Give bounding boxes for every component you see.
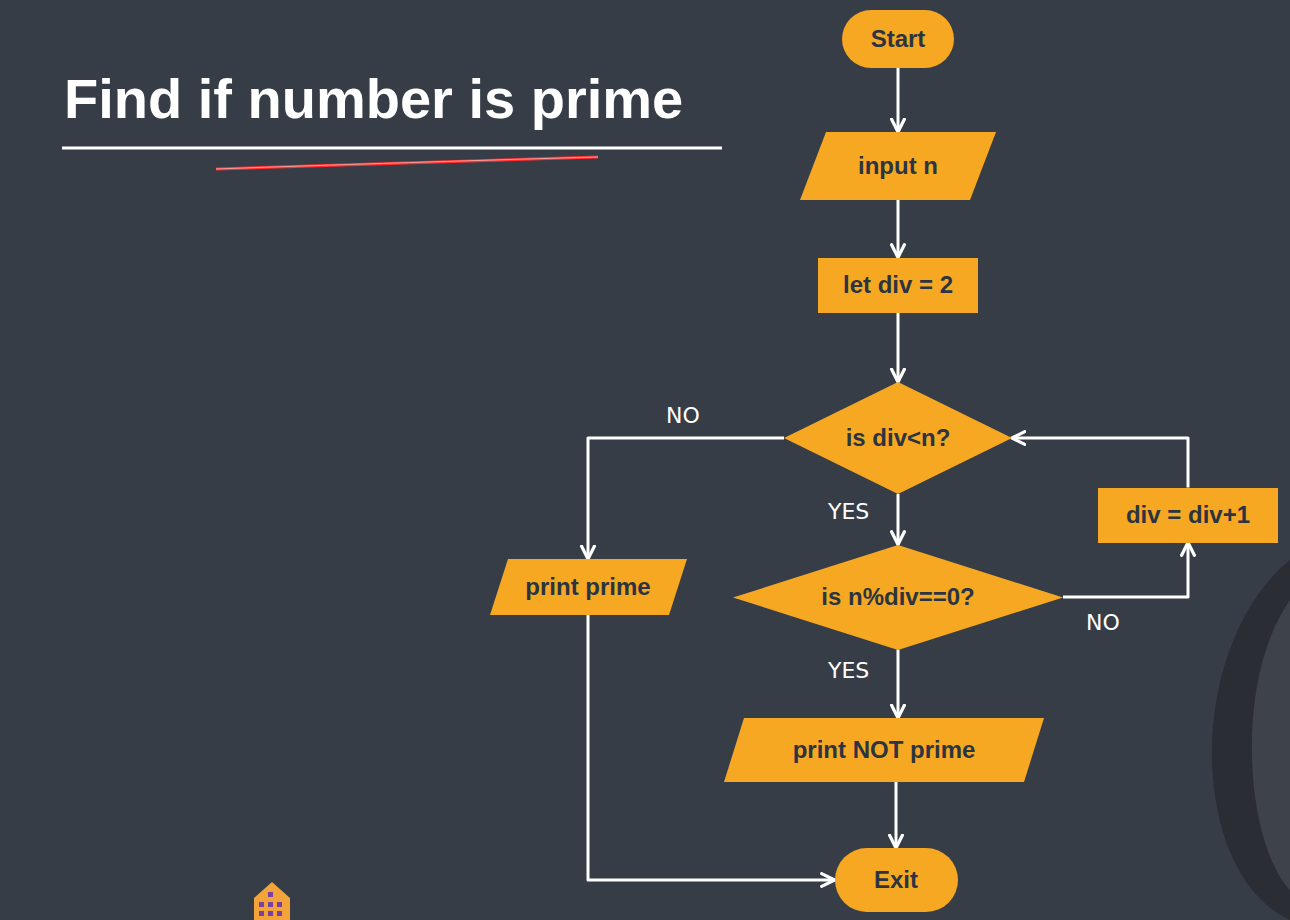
node-label: div = div+1 xyxy=(1126,502,1250,528)
flow-arrow xyxy=(1012,438,1188,488)
building-icon xyxy=(254,882,290,920)
decision-diamond: is div<n? xyxy=(784,382,1012,494)
process-box: div = div+1 xyxy=(1098,488,1278,543)
output-parallelogram: print prime xyxy=(490,559,687,615)
node-fill xyxy=(835,848,958,912)
node-fill xyxy=(800,132,996,200)
webcam-overlay xyxy=(1212,560,1290,920)
highlight-scribble xyxy=(216,157,598,169)
node-fill xyxy=(784,382,1012,494)
node-fill xyxy=(818,258,978,313)
decision-diamond: is n%div==0? xyxy=(733,545,1063,650)
page-title: Find if number is prime xyxy=(64,68,683,130)
branch-label: NO xyxy=(1086,611,1120,635)
node-fill xyxy=(1098,488,1278,543)
node-label: print NOT prime xyxy=(793,737,976,763)
node-label: is n%div==0? xyxy=(821,584,974,610)
node-label: is div<n? xyxy=(846,425,951,451)
branch-label: NO xyxy=(666,404,700,428)
highlight-glow xyxy=(216,157,598,169)
node-fill xyxy=(490,559,687,615)
node-fill xyxy=(842,10,954,68)
terminal-oval: Exit xyxy=(835,848,958,912)
node-label: Exit xyxy=(874,867,918,893)
node-label: print prime xyxy=(525,574,650,600)
input-parallelogram: input n xyxy=(800,132,996,200)
branch-label: YES xyxy=(828,500,869,524)
flow-arrow xyxy=(897,313,900,383)
flow-arrow xyxy=(1063,543,1188,598)
flow-arrow xyxy=(895,782,898,848)
output-parallelogram: print NOT prime xyxy=(724,718,1044,782)
node-label: Start xyxy=(871,26,926,52)
node-label: input n xyxy=(858,153,938,179)
node-label: let div = 2 xyxy=(843,272,953,298)
flow-arrow xyxy=(897,494,900,545)
branch-label: YES xyxy=(828,659,869,683)
flow-arrow xyxy=(897,68,900,132)
node-fill xyxy=(733,545,1063,650)
terminal-oval: Start xyxy=(842,10,954,68)
flow-arrow xyxy=(897,650,900,719)
node-fill xyxy=(724,718,1044,782)
process-box: let div = 2 xyxy=(818,258,978,313)
flow-arrow xyxy=(588,438,784,559)
flow-arrow xyxy=(897,200,900,258)
title-underline xyxy=(62,147,722,150)
